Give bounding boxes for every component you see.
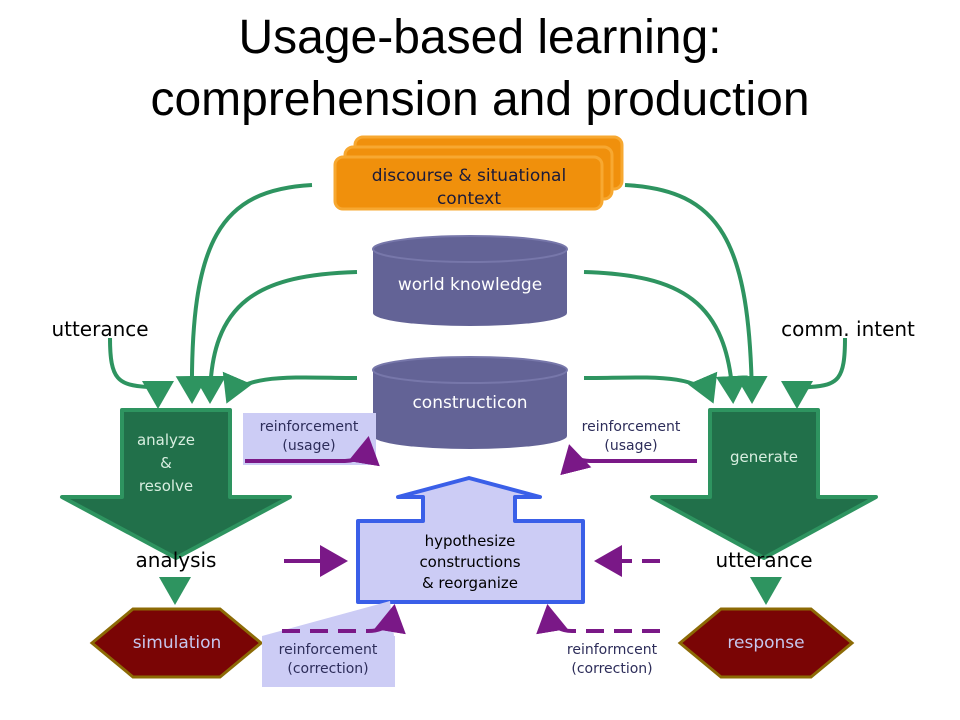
arrow-context-to-generate [624,183,768,404]
reinforcement-correction-right: reinformcent (correction) [567,642,658,677]
arrow-correction-left [282,604,406,635]
purple-correction-arrows [282,604,660,635]
context-label-line1: discourse & situational [372,166,566,186]
hypothesize-label-line1: hypothesize [425,532,516,550]
arrow-correction-right [536,604,660,635]
generate-arrow: generate [650,408,878,560]
constructicon-label: constructicon [412,393,527,413]
simulation-hexagon: simulation [89,607,264,679]
simulation-label: simulation [133,633,222,653]
generate-label: generate [730,448,798,466]
reinforcement-usage-right-line2: (usage) [604,438,657,454]
comm-intent-label: comm. intent [781,317,915,341]
reinforcement-usage-right-line1: reinforcement [582,419,681,435]
analyze-arrow: analyze & resolve [60,408,292,560]
arrow-constructicon-to-analyze [222,371,358,404]
analysis-label: analysis [136,548,217,572]
arrow-world-to-generate [583,270,748,404]
utterance-input-label: utterance [51,317,148,341]
purple-usage-arrows [245,436,697,476]
context-box: discourse & situational context [333,135,624,211]
response-hexagon: response [677,607,855,679]
reinforcement-correction-left-line2: (correction) [287,661,368,677]
context-label-line2: context [437,189,501,209]
utterance-output-label: utterance [715,548,812,572]
constructicon-cylinder: constructicon [372,356,568,449]
analyze-label-line2: & [160,454,172,472]
reinforcement-usage-right: reinforcement (usage) [582,419,681,454]
response-label: response [727,633,804,653]
hypothesize-label-line2: constructions [419,553,520,571]
arrow-context-to-analyze [175,183,313,404]
arrow-constructicon-to-generate [583,371,718,404]
reinforcement-correction-left-line1: reinforcement [279,642,378,658]
reinforcement-usage-left-line1: reinforcement [260,419,359,435]
title-line-2: comprehension and production [150,73,810,126]
analyze-label-line3: resolve [139,477,193,495]
hypothesize-label-line3: & reorganize [422,574,518,592]
arrow-intent-to-generate [781,337,847,409]
arrow-usage-left [245,436,380,467]
arrow-usage-right [560,444,697,476]
world-knowledge-cylinder: world knowledge [372,235,568,326]
analyze-label-line1: analyze [137,431,195,449]
reinforcement-correction-left: reinforcement (correction) [262,601,395,687]
reinforcement-usage-left-line2: (usage) [282,438,335,454]
reinforcement-correction-right-line2: (correction) [571,661,652,677]
green-arrows [108,183,847,605]
arrow-world-to-analyze [194,270,358,404]
arrow-utterance-to-analyze [108,337,174,409]
title-line-1: Usage-based learning: [238,11,722,64]
reinforcement-correction-right-line1: reinformcent [567,642,658,658]
world-knowledge-label: world knowledge [398,275,542,295]
hypothesize-box: hypothesize constructions & reorganize [356,476,585,604]
